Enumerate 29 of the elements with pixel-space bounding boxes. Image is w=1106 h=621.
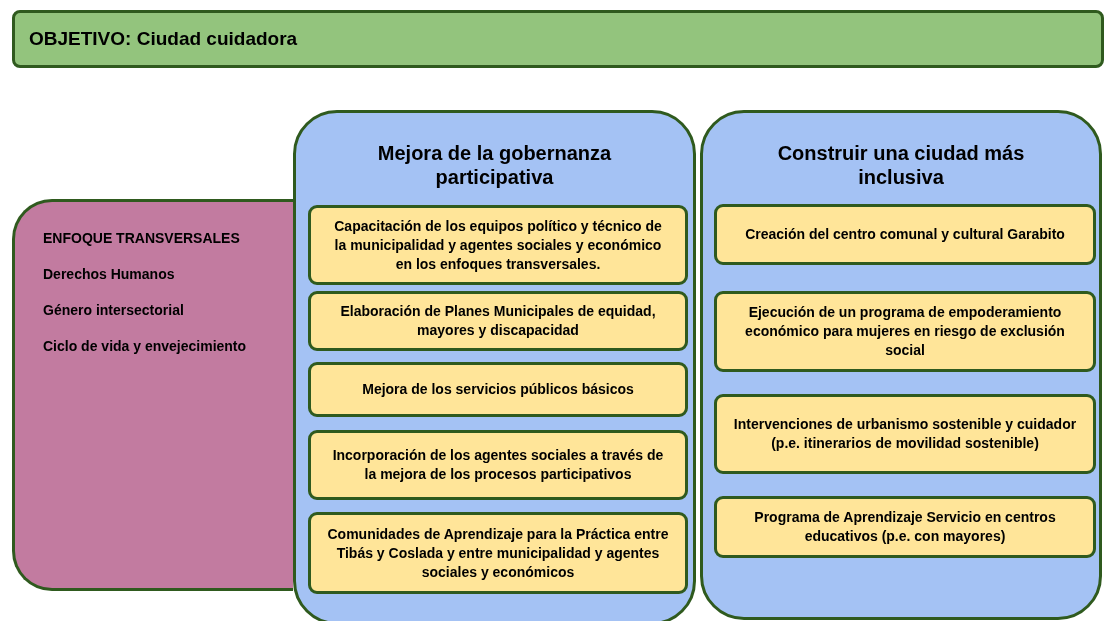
column-heading: Mejora de la gobernanza participativa [376,141,613,189]
action-box [308,430,688,500]
action-text: Ejecución de un programa de empoderamiento económico para mujeres en riesgo de exclusión social [744,303,1066,360]
action-text: Programa de Aprendizaje Servicio en centros educativos (p.e. con mayores) [753,508,1057,546]
action-box [308,362,688,417]
action-text: Capacitación de los equipos político y técnico de la municipalidad y agentes sociales y económico en los enfoques transversales. [333,216,663,274]
action-text: Creación del centro comunal y cultural Garabito [745,225,1065,244]
approach-label: Ciclo de vida y envejecimiento [43,338,248,354]
objective-title: OBJETIVO: Ciudad cuidadora [29,28,298,50]
cross-cutting-panel [12,199,293,591]
action-text: Intervenciones de urbanismo sostenible y cuidador (p.e. itinerarios de movilidad sostenible) [733,415,1077,453]
action-text: Incorporación de los agentes sociales a través de la mejora de los procesos participativos [331,446,665,484]
action-box [308,291,688,351]
panel-heading: ENFOQUE TRANSVERSALES [43,230,241,246]
approach-label: Derechos Humanos [43,266,176,282]
action-box [714,496,1096,558]
action-box [308,512,688,594]
action-box [714,204,1096,265]
strategy-column [293,110,696,621]
action-text: Elaboración de Planes Municipales de equidad, mayores y discapacidad [339,302,657,340]
action-text: Mejora de los servicios públicos básicos [362,380,634,399]
column-heading: Construir una ciudad más inclusiva [776,141,1026,189]
strategy-column [700,110,1102,620]
action-box [714,291,1096,372]
action-box [714,394,1096,474]
objective-banner [12,10,1104,68]
approach-label: Género intersectorial [43,302,185,318]
action-text: Comunidades de Aprendizaje para la Práctica entre Tibás y Coslada y entre municipalidad y agentes sociales y económicos [327,524,669,582]
action-box [308,205,688,285]
